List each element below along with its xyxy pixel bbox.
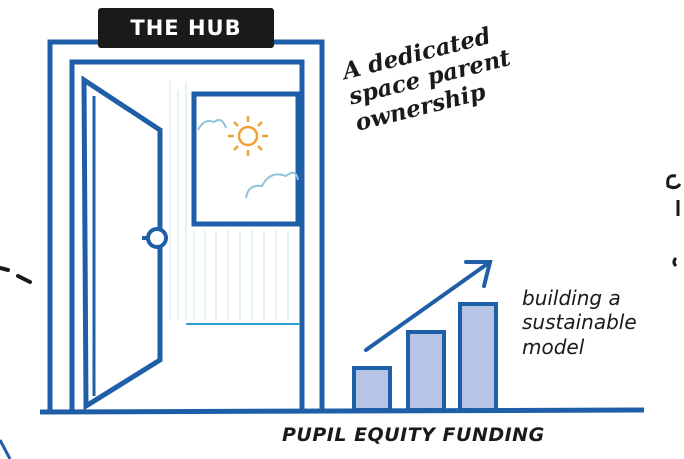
funding-caption: PUPIL EQUITY FUNDING [282,424,545,446]
growth-bars [352,302,498,412]
model-note-line: sustainable [522,310,637,335]
dashed-path [0,266,32,284]
doorway-hatching [169,80,289,320]
door-handle-icon [146,227,168,249]
bar-medium [406,330,446,412]
open-door [81,75,163,411]
sun-icon [228,116,268,156]
model-note-line: model [522,334,585,359]
model-note-line: building a [522,286,621,310]
ground-line [39,407,645,415]
model-note: building a sustainable model [522,286,682,359]
inner-door-frame [69,59,305,412]
hub-title-text: THE HUB [130,16,242,40]
right-edge-marks [666,174,682,268]
window-frame [191,91,301,227]
growth-arrow-icon [364,260,493,352]
left-edge-line [0,439,12,459]
bar-small [352,366,392,412]
bar-large [458,302,498,412]
cloud-icon [197,119,227,131]
hub-title-badge: THE HUB [98,8,274,48]
cloud-icon [245,171,299,199]
